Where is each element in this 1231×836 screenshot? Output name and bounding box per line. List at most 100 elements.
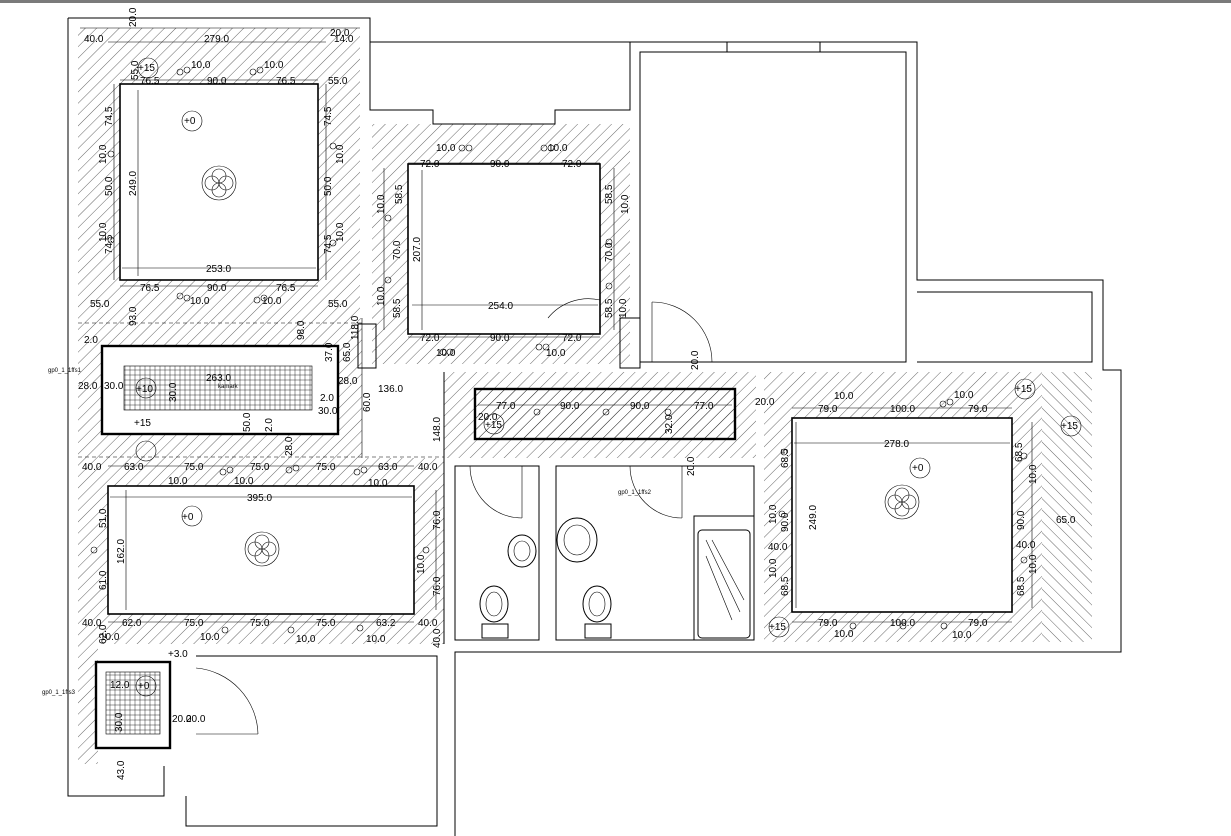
dim-label: 279.0 [204,34,229,45]
dim-label: 10.0 [168,476,188,487]
dim-label: 40.0 [418,462,438,473]
dim-label: 90.0 [1016,510,1027,530]
dim-label: 10.0 [952,630,972,641]
window-top-bar [0,0,1231,3]
dim-label: 10.0 [620,194,631,214]
dim-label: 75.0 [250,618,270,629]
dim-label: 68.5 [1016,576,1027,596]
dim-label: 75.0 [184,462,204,473]
dim-label: 37.0 [324,342,335,362]
recessed-strips [94,344,737,750]
dim-label: 68.5 [780,576,791,596]
dim-label: 10.0 [1028,554,1039,574]
dim-label: 93.0 [128,306,139,326]
dim-label: 2.0 [264,418,275,432]
dim-label: +15 [134,418,151,429]
dim-label: 2.0 [84,335,98,346]
dim-label: 10.0 [296,634,316,645]
dim-label: 263.0 [206,373,231,384]
dim-label: 40.0 [84,34,104,45]
dim-label: 12.0 [110,680,130,691]
dim-label: 30.0 [168,382,179,402]
dim-label: 70.0 [604,242,615,262]
dim-label: 40.0 [418,618,438,629]
dim-label: 10.0 [191,60,211,71]
dim-label: 10.0 [834,629,854,640]
dim-label: 10.0 [546,348,566,359]
dim-label: 10.0 [200,632,220,643]
spotlight-icon [90,66,1028,634]
dim-label: 30.0 [114,712,125,732]
dim-label: 79.0 [818,618,838,629]
dim-label: 20.0 [186,714,206,725]
dim-label: 90.0 [207,76,227,87]
dim-label: 10.0 [366,634,386,645]
dim-label: 20.0 [128,7,139,27]
dim-label: 10.0 [335,222,346,242]
dim-label: +15 [1061,421,1078,432]
dim-label: +3.0 [168,649,188,660]
light-fixture-icon [201,165,920,567]
dim-label: 249.0 [808,505,819,530]
dim-label: 10.0 [190,296,210,307]
fixture-tag: gp0_1_1ffs1 [48,368,82,374]
dim-label: 74.5 [104,234,115,254]
dim-label: 51.0 [98,508,109,528]
dim-label: 72.0 [562,159,582,170]
dim-label: 10.0 [768,504,779,524]
dim-label: 10.0 [954,390,974,401]
dim-label: 50.0 [323,176,334,196]
fixture-tag: gp0_1_1ffs2 [618,490,652,496]
dim-label: 2.0 [320,393,334,404]
dim-label: 63.0 [124,462,144,473]
dim-label: 10.0 [264,60,284,71]
dim-label: 76.5 [140,283,160,294]
dim-label: 43.0 [116,760,127,780]
dim-label: 90.0 [207,283,227,294]
dim-label: 65.0 [342,342,353,362]
dim-label: +10 [136,384,153,395]
dim-label: 10.0 [368,478,388,489]
dim-label: 136.0 [378,384,403,395]
dim-label: 76.0 [432,576,443,596]
dim-label: 79.0 [968,618,988,629]
dim-label: 90.0 [490,333,510,344]
dim-label: 207.0 [412,237,423,262]
dim-label: 76.5 [140,76,160,87]
dim-label: 58.5 [604,298,615,318]
dim-label: 75.0 [316,618,336,629]
dim-label: 76.5 [276,76,296,87]
dim-label: 10.0 [436,348,456,359]
dim-label: 68.5 [780,448,791,468]
dim-label: 75.0 [316,462,336,473]
dim-label: 28.0 [78,381,98,392]
dim-label: 63.0 [378,462,398,473]
dim-label: 100.0 [890,618,915,629]
dim-label: 77.0 [694,401,714,412]
dim-label: 98.0 [296,320,307,340]
dim-label: 79.0 [818,404,838,415]
dim-label: 10.0 [262,296,282,307]
dim-label: 90.0 [780,512,791,532]
dim-label: 76.0 [432,510,443,530]
dim-label: +0 [184,116,196,127]
dim-label: 10.0 [335,144,346,164]
inner-lines [78,27,641,644]
dim-label: 55.0 [90,299,110,310]
dim-label: 10.0 [98,144,109,164]
dim-label: 28.0 [338,376,358,387]
dim-label: 10.0 [416,554,427,574]
dim-label: 10.0 [548,143,568,154]
dim-label: 75.0 [184,618,204,629]
dim-label: 20.0 [172,714,192,725]
dim-label: 50.0 [242,412,253,432]
dim-label: 68.5 [1014,442,1025,462]
dim-label: 254.0 [488,301,513,312]
dim-label: 14.0 [334,34,354,45]
dimension-lines [108,79,1033,623]
dim-label: 77.0 [496,401,516,412]
dim-label: 28.0 [284,436,295,456]
dim-label: 395.0 [247,493,272,504]
dim-label: +15 [769,622,786,633]
